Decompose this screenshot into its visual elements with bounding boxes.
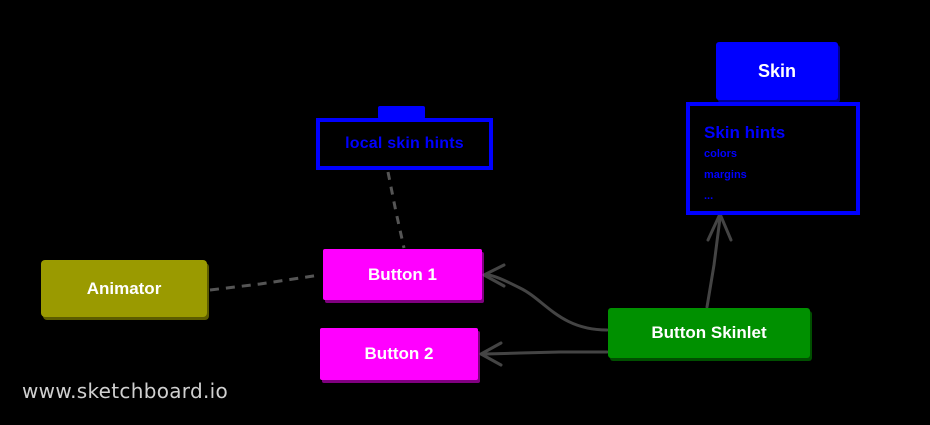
arrowhead-skinlet-to-skinhints: [706, 212, 733, 242]
note-tab-icon: [378, 106, 425, 119]
arrowhead-skinlet-to-button2: [479, 341, 503, 367]
node-skin-hints-item-ellipsis: ...: [704, 189, 714, 202]
node-button1[interactable]: Button 1: [323, 249, 482, 300]
node-button1-label: Button 1: [368, 264, 437, 284]
node-animator[interactable]: Animator: [41, 260, 207, 317]
node-skin-hints-title: Skin hints: [704, 123, 786, 142]
node-skin[interactable]: Skin: [716, 42, 838, 100]
connector-skinlet-to-skinhints: [705, 216, 722, 309]
node-button2[interactable]: Button 2: [320, 328, 478, 380]
node-local-skin-hints[interactable]: local skin hints: [316, 118, 493, 170]
node-skin-label: Skin: [757, 60, 796, 81]
watermark: www.sketchboard.io: [22, 379, 229, 403]
node-button2-label: Button 2: [364, 344, 434, 363]
node-skin-hints[interactable]: Skin hints colors margins ...: [686, 102, 860, 215]
node-skin-hints-item-colors: colors: [704, 147, 738, 160]
arrowhead-skinlet-to-button1: [482, 263, 506, 288]
connector-localhints-to-button1: [386, 171, 406, 249]
connector-skinlet-to-button1: [487, 273, 609, 332]
node-animator-label: Animator: [86, 278, 162, 298]
node-skin-hints-item-margins: margins: [704, 168, 747, 181]
node-local-skin-hints-label: local skin hints: [345, 135, 464, 152]
node-button-skinlet[interactable]: Button Skinlet: [608, 308, 810, 358]
connector-skinlet-to-button2: [483, 350, 609, 356]
connector-animator-to-button1: [209, 273, 321, 292]
node-button-skinlet-label: Button Skinlet: [651, 323, 767, 342]
